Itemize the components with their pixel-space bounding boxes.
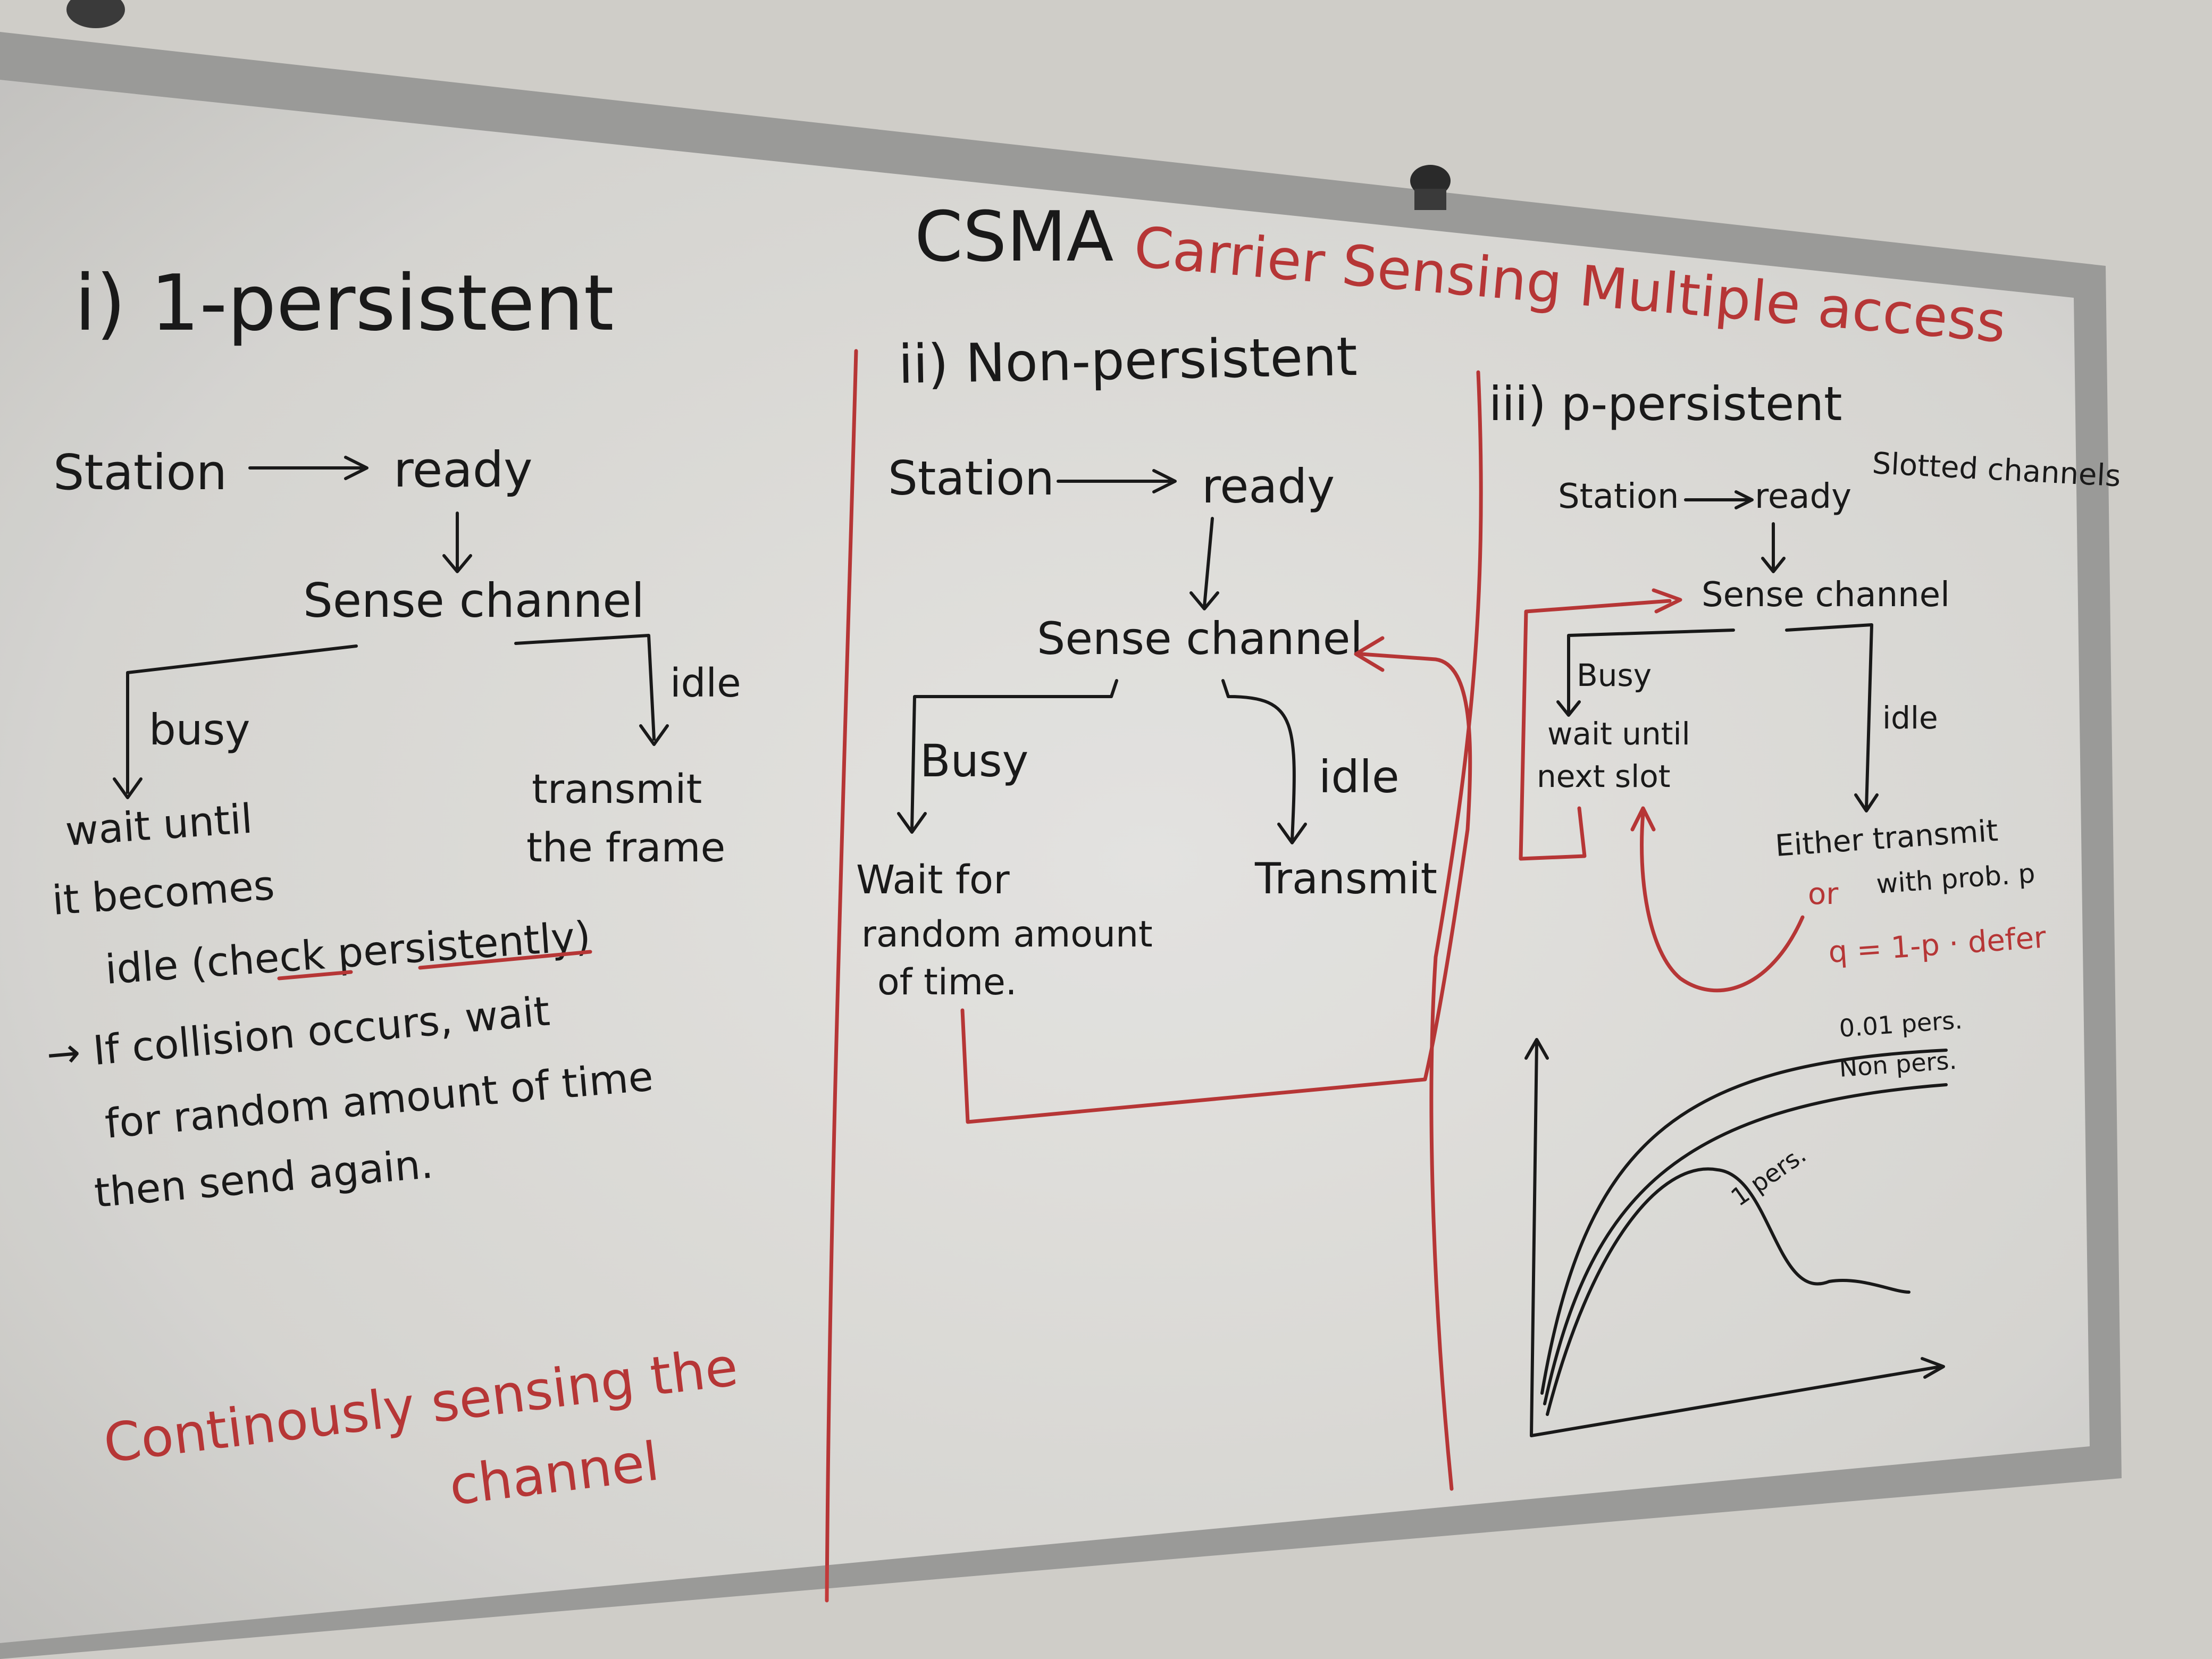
s3-arrow-station-ready: [1684, 490, 1754, 509]
chart-series-non-persistent: [1543, 1083, 1948, 1405]
shadow-overlay: [0, 80, 2090, 1643]
s1-arrow-station-ready: [248, 456, 368, 480]
s3-busy-label: Busy: [1577, 657, 1652, 693]
s2-ready: ready: [1202, 459, 1335, 514]
s3-busy-branch: [1556, 629, 1735, 717]
s3-idle-label: idle: [1882, 700, 1938, 736]
section-3-heading: iii) p-persistent: [1489, 376, 1842, 431]
s2-sense-channel: Sense channel: [1037, 613, 1363, 665]
section-2-heading: ii) Non-persistent: [898, 325, 1358, 396]
chart-x-axis: [1530, 1357, 1945, 1437]
s1-idle-action-1: transmit: [532, 765, 702, 812]
s1-busy-label: busy: [149, 705, 250, 755]
s2-busy-action-1: Wait for: [856, 857, 1010, 903]
s3-station: Station: [1558, 477, 1679, 516]
s3-idle-branch: [1785, 623, 1879, 812]
s2-idle-label: idle: [1319, 751, 1400, 803]
s1-ready: ready: [393, 441, 533, 498]
s3-sense-channel: Sense channel: [1702, 575, 1950, 615]
chart-series-1-persistent: [1546, 1167, 1911, 1416]
s2-station: Station: [888, 451, 1054, 506]
section-2-non-persistent: ii) Non-persistent Station ready Sense c…: [856, 325, 1472, 1124]
s2-idle-action: Transmit: [1254, 854, 1437, 903]
s1-busy-branch: [113, 644, 358, 799]
s3-ready: ready: [1755, 477, 1851, 516]
s1-underline-persistently: [418, 950, 592, 970]
s2-arrow-ready-sense: [1189, 517, 1219, 610]
s1-arrow-ready-sense: [442, 512, 472, 573]
s3-busy-loop: [1519, 588, 1682, 861]
section-1-heading: i) 1-persistent: [74, 258, 614, 348]
s1-underline-check: [277, 970, 353, 981]
s2-arrow-station-ready: [1057, 469, 1177, 493]
board-corner-clip: [66, 0, 125, 28]
section-divider-1: [825, 349, 858, 1603]
s3-or-label: or: [1808, 877, 1839, 911]
s2-idle-branch: [1221, 679, 1307, 844]
s1-idle-branch: [514, 634, 669, 746]
s1-idle-label: idle: [670, 660, 741, 706]
chart-series-001-persistent: [1540, 1049, 1948, 1395]
s3-defer-loop: [1630, 806, 1805, 993]
s3-arrow-ready-sense: [1761, 522, 1786, 573]
s1-idle-action-2: the frame: [526, 824, 725, 871]
s3-busy-action-2: next slot: [1537, 758, 1670, 794]
board-clip: [1410, 165, 1451, 210]
s2-busy-action-3: of time.: [877, 961, 1017, 1003]
section-divider-2: [1429, 370, 1483, 1491]
s2-busy-label: Busy: [920, 735, 1028, 787]
chart-y-axis: [1524, 1038, 1549, 1437]
s2-busy-action-2: random amount: [861, 914, 1153, 956]
title-acronym: CSMA: [915, 196, 1113, 277]
s1-station: Station: [53, 444, 227, 501]
s3-busy-action-1: wait until: [1547, 716, 1690, 752]
s2-retry-loop: [960, 636, 1472, 1124]
board-surface: [0, 80, 2090, 1643]
s2-busy-branch: [897, 679, 1118, 834]
s1-sense-channel: Sense channel: [303, 573, 644, 628]
